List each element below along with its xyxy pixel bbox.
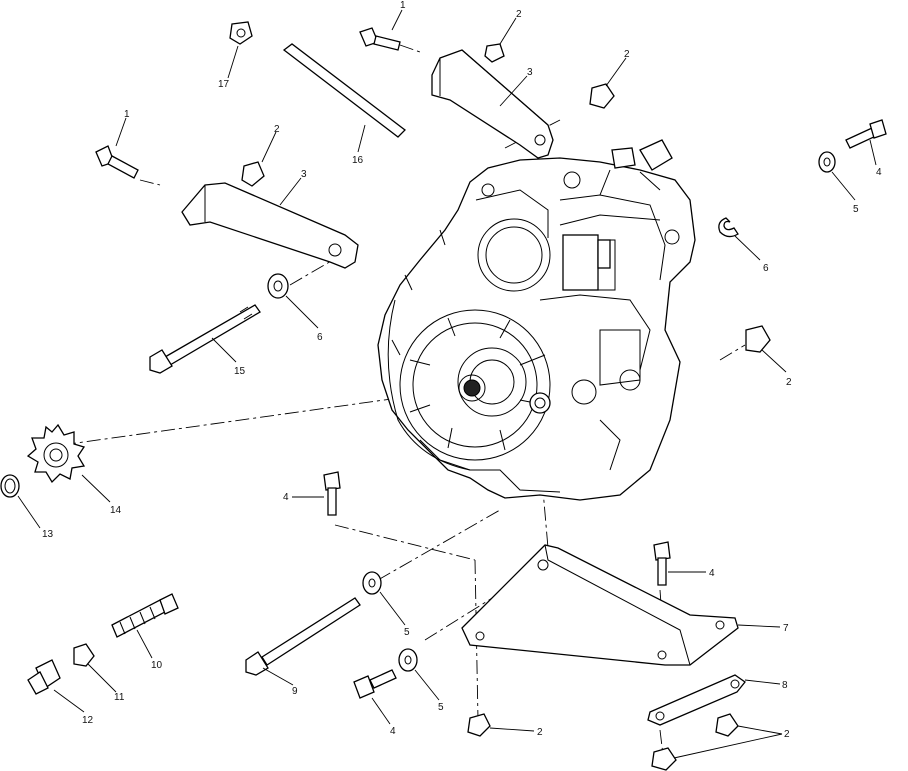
plate-part-8 [647, 674, 746, 726]
nut-part-2-top [484, 43, 505, 63]
callout-2: 2 [274, 124, 280, 135]
circlip-part-13 [0, 474, 20, 498]
nut-part-2-bottom-right-a [715, 713, 739, 737]
engine-mount-plate-part-7 [461, 544, 739, 666]
washer-part-5-right [818, 151, 836, 173]
callout-labels: 1 2 2 3 4 5 17 16 1 2 3 6 6 15 2 14 13 4… [42, 0, 882, 740]
callout-6: 6 [317, 332, 323, 343]
nut-part-2-left [241, 161, 265, 187]
callout-4: 4 [390, 726, 396, 737]
callout-13: 13 [42, 529, 54, 540]
bolt-part-4-lower [353, 675, 375, 699]
callout-3: 3 [527, 67, 533, 78]
sprocket-part-14 [26, 423, 86, 484]
mounting-bracket-upper [431, 49, 554, 159]
callout-9: 9 [292, 686, 298, 697]
hardware [73, 21, 887, 771]
bolt-part-4-right-lower [653, 541, 671, 561]
callout-2: 2 [516, 9, 522, 20]
rod-part-16 [282, 43, 406, 138]
nut-part-11 [73, 643, 95, 667]
callout-2: 2 [784, 729, 790, 740]
callout-7: 7 [783, 623, 789, 634]
callout-3: 3 [301, 169, 307, 180]
callout-1: 1 [400, 0, 406, 11]
callout-2: 2 [786, 377, 792, 388]
nut-part-2-bottom-right-b [651, 747, 677, 771]
nut-part-2-right [589, 83, 615, 109]
long-bolt-part-9 [245, 597, 361, 676]
nut-part-2-bottom [467, 713, 491, 737]
bolt-part-4-mid [323, 471, 341, 491]
callout-6: 6 [763, 263, 769, 274]
callout-4: 4 [876, 167, 882, 178]
leader-lines [17, 9, 877, 759]
callout-12: 12 [82, 715, 94, 726]
circlip-part-6 [718, 217, 739, 238]
washer-part-5-lower [398, 648, 418, 672]
callout-2: 2 [537, 727, 543, 738]
washer-part-6-left [267, 273, 289, 299]
callout-16: 16 [352, 155, 364, 166]
washer-part-5-mid [362, 571, 382, 595]
callout-5: 5 [853, 204, 859, 215]
nut-part-2-mid-right [745, 325, 771, 353]
callout-8: 8 [782, 680, 788, 691]
callout-4: 4 [709, 568, 715, 579]
callout-11: 11 [114, 692, 125, 703]
callout-17: 17 [218, 79, 230, 90]
callout-14: 14 [110, 505, 122, 516]
engine-housing [377, 139, 696, 501]
drain-plug-part-12 [27, 659, 61, 695]
callout-1: 1 [124, 109, 130, 120]
callout-2: 2 [624, 49, 630, 60]
callout-5: 5 [404, 627, 410, 638]
long-bolt-part-15 [149, 304, 261, 374]
callout-5: 5 [438, 702, 444, 713]
callout-10: 10 [151, 660, 163, 671]
nut-part-17 [229, 21, 253, 45]
callout-15: 15 [234, 366, 246, 377]
mounting-bracket-left [181, 182, 359, 269]
callout-4: 4 [283, 492, 289, 503]
stud-part-10 [111, 593, 179, 638]
